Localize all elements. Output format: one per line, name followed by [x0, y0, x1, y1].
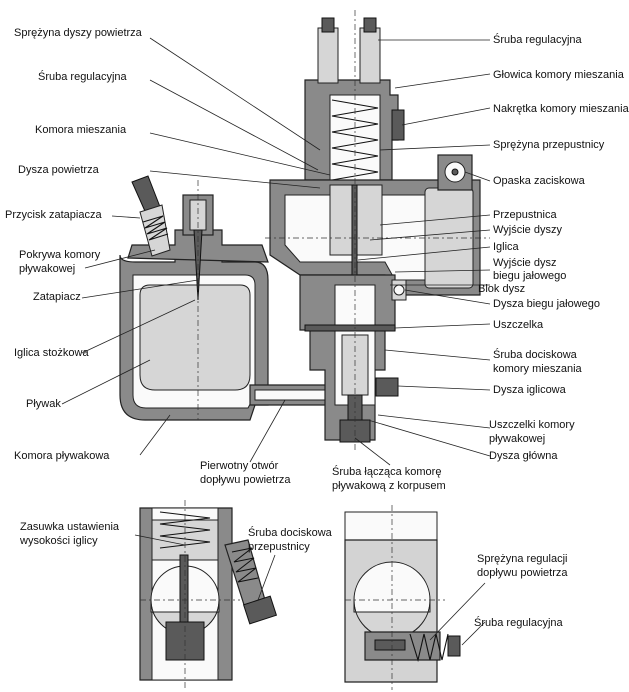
throttle-spring: [331, 99, 379, 181]
labels: Sprężyna dyszy powietrza Śruba regulacyj…: [5, 27, 629, 629]
label-glowica-komory: Głowica komory mieszania: [493, 69, 625, 81]
label-pokrywa-komory-1: Pokrywa komory: [19, 249, 101, 261]
float: [139, 284, 251, 391]
label-uszczelka: Uszczelka: [493, 319, 544, 331]
leader-lines: [61, 37, 491, 646]
label-sprezyna-przepustnicy: Sprężyna przepustnicy: [493, 139, 605, 151]
detail-right-drawing: [344, 505, 461, 690]
label-sruba-regulacyjna-left: Śruba regulacyjna: [38, 70, 128, 83]
label-pierwotny-otwor-2: dopływu powietrza: [200, 474, 291, 486]
label-sruba-regulacyjna-bottom: Śruba regulacyjna: [474, 616, 564, 629]
label-nakretka-komory: Nakrętka komory mieszania: [493, 103, 629, 115]
label-uszczelki-komory-1: Uszczelki komory: [489, 419, 575, 431]
label-sruba-dociskowa-przep-2: przepustnicy: [248, 541, 310, 553]
label-sprezyna-dyszy-powietrza: Sprężyna dyszy powietrza: [14, 27, 143, 39]
label-zasuwka-1: Zasuwka ustawienia: [20, 521, 120, 533]
label-pierwotny-otwor-1: Pierwotny otwór: [200, 460, 279, 472]
label-dysza-biegu-jalowego: Dysza biegu jałowego: [493, 298, 600, 310]
label-komora-mieszania: Komora mieszania: [35, 124, 127, 136]
label-sruba-dociskowa-przep-1: Śruba dociskowa: [248, 526, 333, 539]
clamp: [424, 154, 474, 289]
label-dysza-powietrza: Dysza powietrza: [18, 164, 100, 176]
label-sprezyna-regulacji-1: Sprężyna regulacji: [477, 553, 568, 565]
label-zasuwka-2: wysokości iglicy: [19, 535, 98, 547]
detail-left-drawing: [139, 500, 278, 690]
label-sruba-laczaca-1: Śruba łącząca komorę: [332, 465, 441, 478]
label-zatapiacz: Zatapiacz: [33, 291, 81, 303]
label-sruba-laczaca-2: pływakową z korpusem: [332, 480, 446, 492]
label-opaska-zaciskowa: Opaska zaciskowa: [493, 175, 586, 187]
top-adjust-screws: [317, 17, 381, 84]
label-wyjscie-dyszy: Wyjście dyszy: [493, 224, 562, 236]
label-pokrywa-komory-2: pływakowej: [19, 263, 75, 275]
label-sruba-dociskowa-komory-2: komory mieszania: [493, 363, 583, 375]
main-carburetor-drawing: [119, 10, 490, 450]
label-blok-dysz: Blok dysz: [478, 283, 525, 295]
label-dysza-glowna: Dysza główna: [489, 450, 558, 462]
gasket: [304, 324, 396, 332]
fuel-channel-bore: [254, 389, 331, 401]
label-sruba-dociskowa-komory-1: Śruba dociskowa: [493, 348, 578, 361]
side-screw: [375, 377, 399, 397]
label-sprezyna-regulacji-2: dopływu powietrza: [477, 567, 568, 579]
label-komora-plywakowa: Komora pływakowa: [14, 450, 110, 462]
pilot-jet: [391, 279, 407, 301]
label-sruba-regulacyjna-top: Śruba regulacyjna: [493, 33, 583, 46]
label-uszczelki-komory-2: pływakowej: [489, 433, 545, 445]
label-przepustnica: Przepustnica: [493, 209, 557, 221]
label-iglica: Iglica: [493, 241, 520, 253]
label-dysza-iglicowa: Dysza iglicowa: [493, 384, 567, 396]
label-wyjscie-dysz-1: Wyjście dysz: [493, 257, 556, 269]
label-plywak: Pływak: [26, 398, 61, 410]
label-wyjscie-dysz-2: biegu jałowego: [493, 270, 566, 282]
label-przycisk-zatapiacza: Przycisk zatapiacza: [5, 209, 102, 221]
tickler-button: [131, 175, 171, 257]
label-iglica-stozkowa: Iglica stożkowa: [14, 347, 89, 359]
